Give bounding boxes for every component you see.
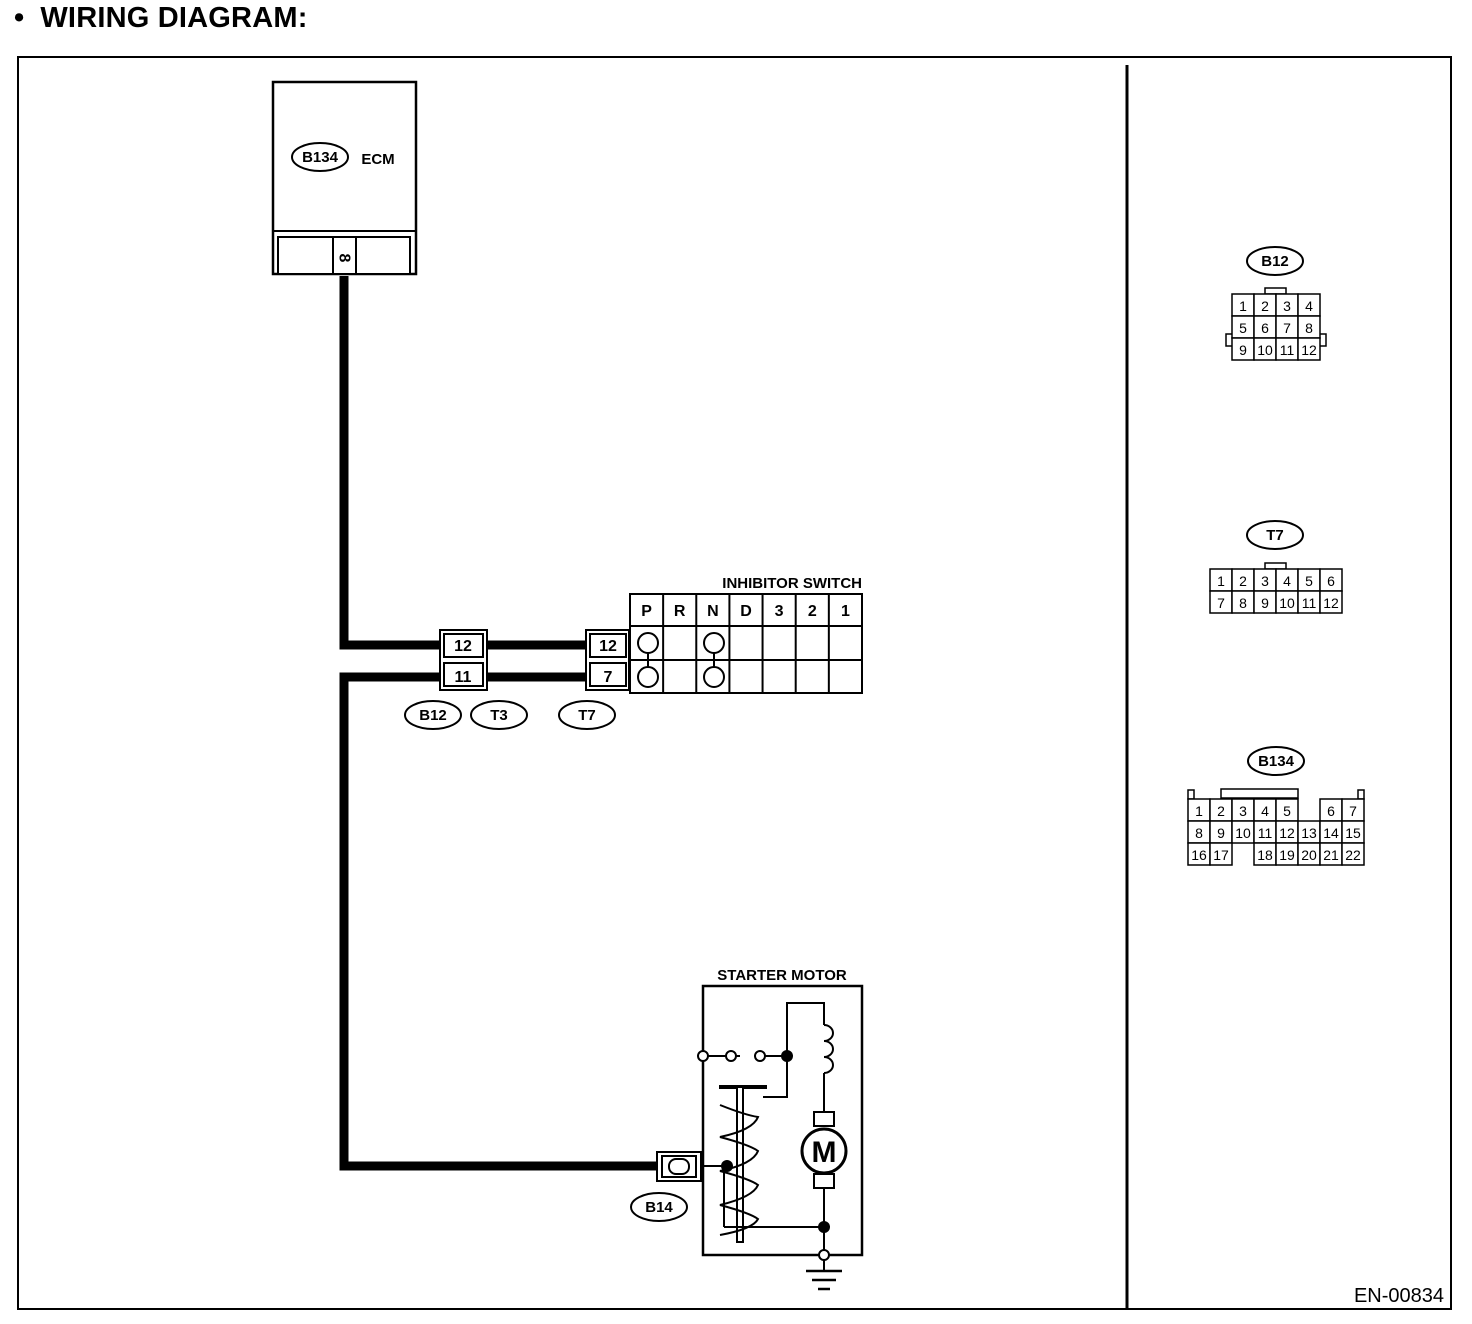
b134-pin-number: 10 [1235, 825, 1251, 841]
b134-pin-number: 3 [1239, 803, 1247, 819]
view-b134-name: B134 [1258, 753, 1295, 770]
ecm-connector-label: B134 [302, 149, 339, 166]
view-b12-name: B12 [1261, 253, 1289, 270]
t7-pin-number: 6 [1327, 573, 1335, 589]
ecm-connector-tag [291, 142, 349, 172]
t7-pin-number: 3 [1261, 573, 1269, 589]
switch-position-r: R [674, 603, 686, 620]
b12-pin-number: 2 [1261, 298, 1269, 314]
harness-pin-11: 11 [455, 669, 472, 686]
wire-ecm-to-pin12 [339, 276, 447, 650]
b134-pin-number: 8 [1195, 825, 1203, 841]
t7-pin-number: 10 [1279, 595, 1295, 611]
t7-pin-number: 2 [1239, 573, 1247, 589]
switch-position-1: 1 [841, 603, 850, 620]
view-t7-name: T7 [1266, 527, 1284, 544]
b134-pin-number: 16 [1191, 847, 1207, 863]
b12-cell [1297, 337, 1321, 361]
b134-pin-number: 18 [1257, 847, 1273, 863]
b134-pin-number: 12 [1279, 825, 1295, 841]
switch-position-2: 2 [808, 603, 817, 620]
inhibitor-switch-label: INHIBITOR SWITCH [722, 575, 862, 592]
wire-pin11-to-starter [339, 672, 660, 1171]
heading-title: WIRING DIAGRAM: [40, 2, 308, 34]
b134-pin-number: 9 [1217, 825, 1225, 841]
b134-pin-number: 22 [1345, 847, 1361, 863]
ecm-label: ECM [361, 151, 394, 168]
motor-symbol: M [812, 1136, 837, 1169]
b134-pin-number: 20 [1301, 847, 1317, 863]
starter-motor-label: STARTER MOTOR [717, 967, 847, 984]
b12-pin-number: 11 [1280, 342, 1295, 358]
t7-pin-number: 11 [1302, 595, 1317, 611]
switch-position-d: D [740, 603, 752, 620]
switch-position-p: P [641, 603, 652, 620]
b12-pin-number: 5 [1239, 320, 1247, 336]
b134-pin-number: 17 [1213, 847, 1229, 863]
b12-pin-number: 1 [1239, 298, 1247, 314]
b12-pin-number: 6 [1261, 320, 1269, 336]
tag-b14: B14 [645, 1199, 673, 1216]
b134-pin-number: 5 [1283, 803, 1291, 819]
switch-position-3: 3 [775, 603, 784, 620]
b134-pin-number: 7 [1349, 803, 1357, 819]
b134-pin-number: 14 [1323, 825, 1339, 841]
inhibitor-switch: INHIBITOR SWITCH P R N D 3 2 1 [629, 575, 863, 694]
b134-pin-number: 21 [1323, 847, 1339, 863]
switch-pin-12: 12 [599, 638, 617, 655]
contact-p [637, 632, 659, 688]
t7-pin-number: 8 [1239, 595, 1247, 611]
tag-t7: T7 [578, 707, 596, 724]
b134-pin-number: 19 [1279, 847, 1295, 863]
diagram-code: EN-00834 [1354, 1285, 1444, 1307]
harness-connector: 12 11 [439, 629, 488, 691]
switch-connector: 12 7 [585, 629, 630, 691]
switch-position-n: N [707, 603, 719, 620]
ecm-pin-label: 8 [336, 254, 353, 263]
diagram-frame [17, 56, 1452, 1310]
b12-pin-number: 12 [1301, 342, 1317, 358]
b12-pin-number: 8 [1305, 320, 1313, 336]
b134-cell [1209, 842, 1233, 866]
b134-pin-number: 11 [1258, 825, 1273, 841]
junction-tags: B12 T3 T7 [404, 700, 616, 730]
b134-pin-number: 4 [1261, 803, 1269, 819]
contact-n [703, 632, 725, 688]
b134-pin-number: 1 [1195, 803, 1203, 819]
b12-pin-number: 3 [1283, 298, 1291, 314]
b134-pin-number: 6 [1327, 803, 1335, 819]
t7-pin-number: 12 [1323, 595, 1339, 611]
b12-pin-number: 10 [1257, 342, 1273, 358]
heading-bullet: • [14, 2, 25, 34]
t7-cell [1319, 590, 1343, 614]
b12-pin-number: 4 [1305, 298, 1313, 314]
t7-pin-number: 7 [1217, 595, 1225, 611]
t7-pin-number: 4 [1283, 573, 1291, 589]
b134-cell [1341, 842, 1365, 866]
b12-pin-number: 9 [1239, 342, 1247, 358]
harness-pin-12: 12 [454, 638, 472, 655]
switch-pin-7: 7 [604, 669, 613, 686]
t7-pin-number: 1 [1217, 573, 1225, 589]
b134-pin-number: 13 [1301, 825, 1317, 841]
b134-pin-number: 2 [1217, 803, 1225, 819]
b134-pin-number: 15 [1345, 825, 1361, 841]
tag-b12: B12 [419, 707, 447, 724]
tag-t3: T3 [490, 707, 508, 724]
b12-pin-number: 7 [1283, 320, 1291, 336]
ecm-unit: B134 ECM 8 [271, 80, 418, 276]
t7-pin-number: 9 [1261, 595, 1269, 611]
wire-harness [339, 276, 660, 1171]
starter-motor: STARTER MOTOR B14 [630, 967, 864, 1291]
page-heading: • WIRING DIAGRAM: [14, 2, 308, 35]
t7-pin-number: 5 [1305, 573, 1313, 589]
